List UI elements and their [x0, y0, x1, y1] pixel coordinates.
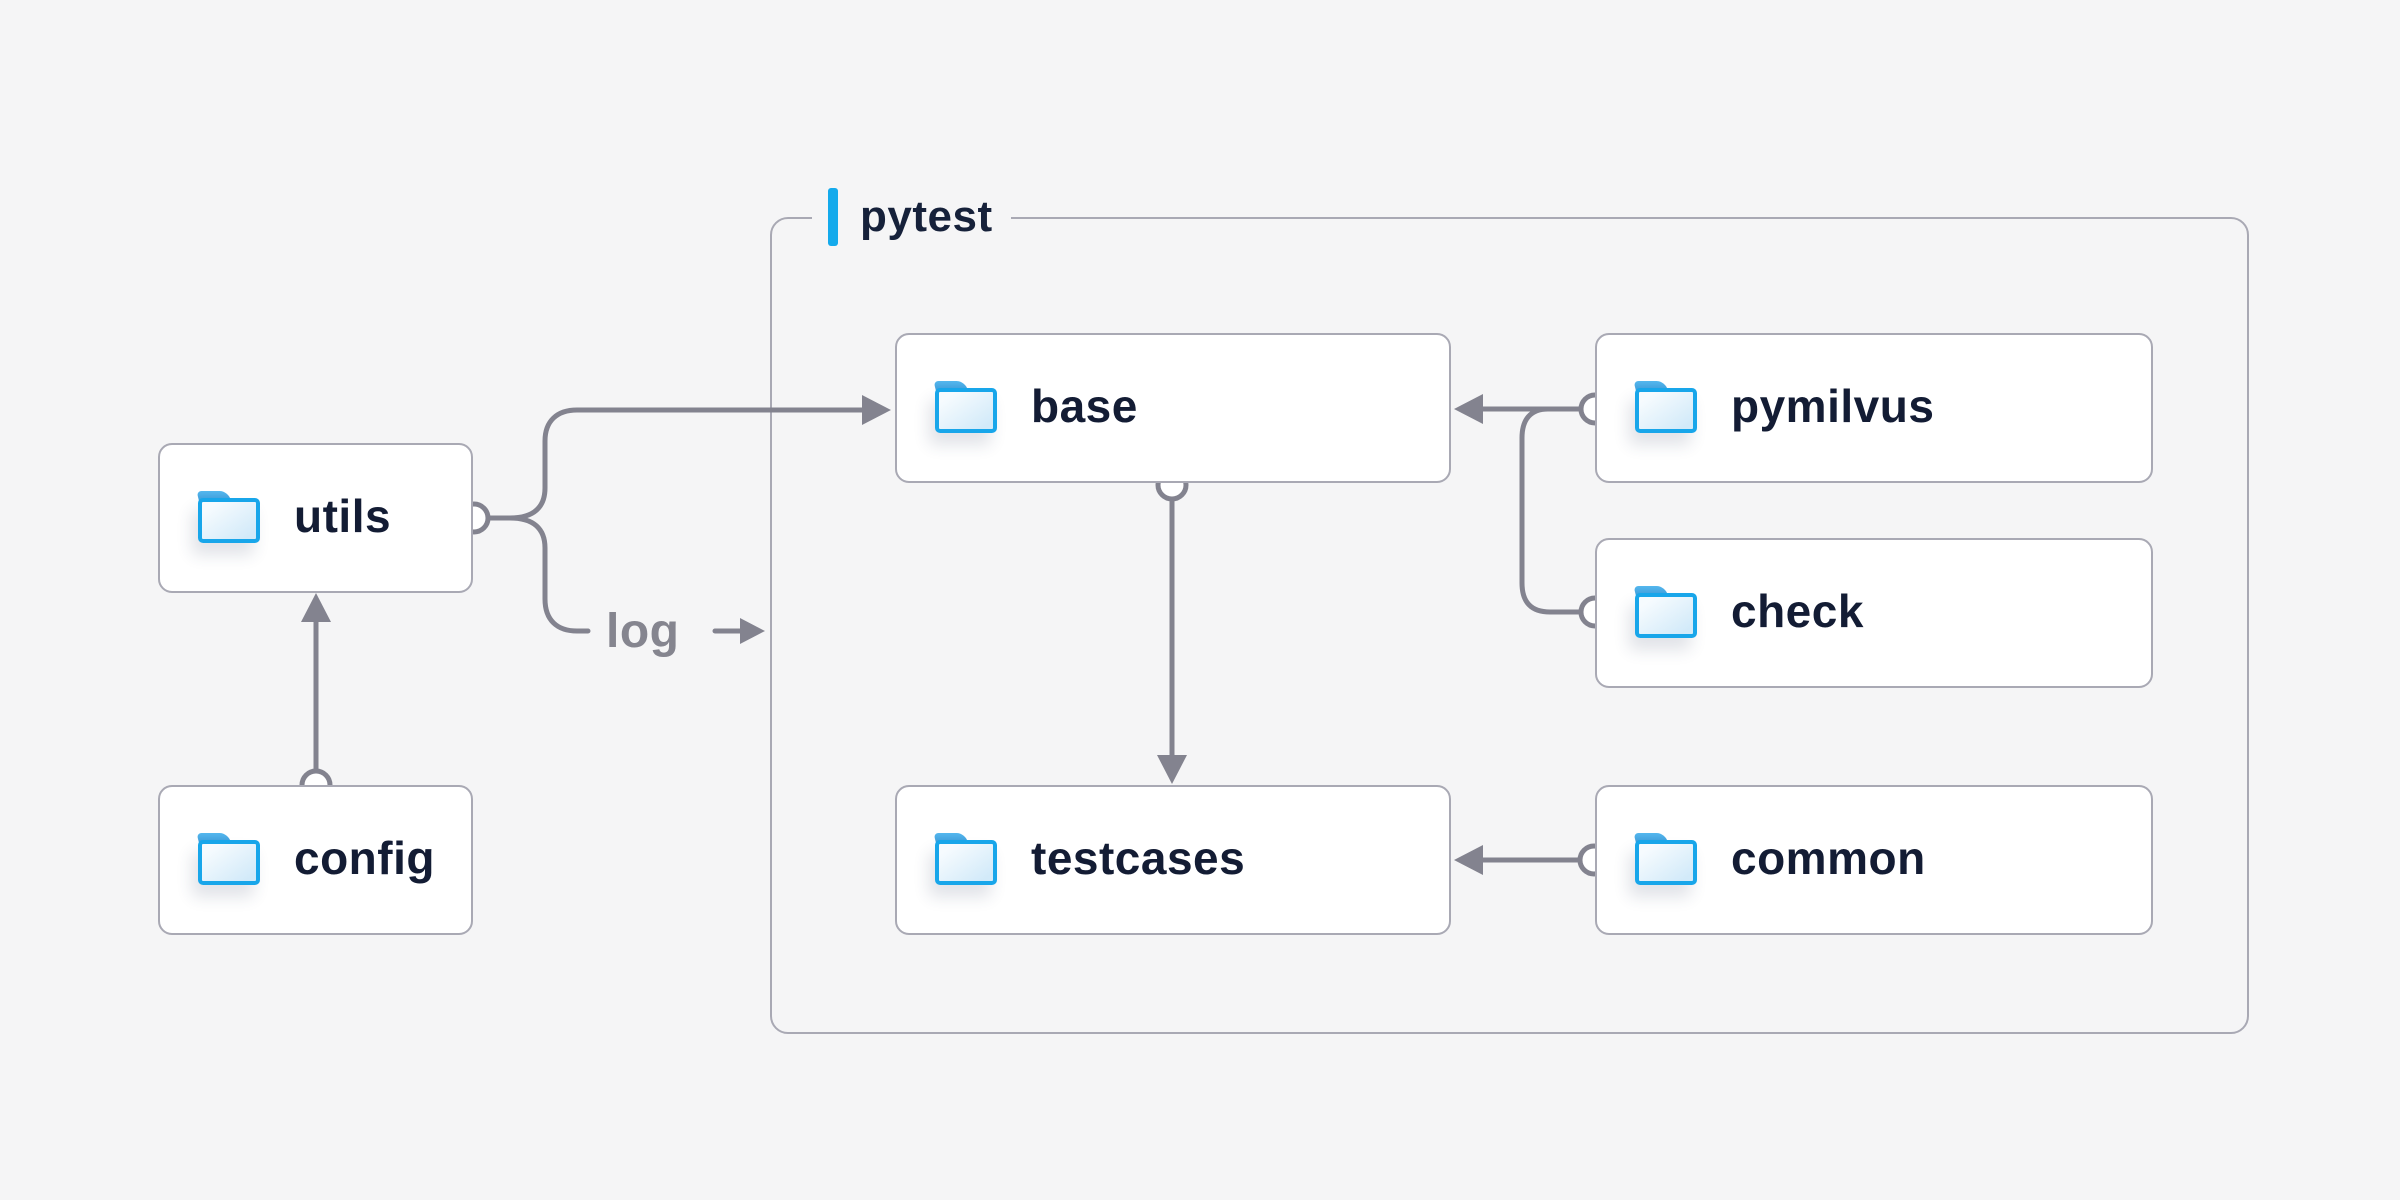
folder-icon: [933, 833, 1001, 887]
edge-config-utils: [299, 593, 333, 802]
node-common: common: [1595, 785, 2153, 935]
node-pymilvus-label: pymilvus: [1731, 380, 1935, 432]
edge-label-log: log: [606, 605, 680, 658]
folder-icon: [196, 833, 264, 887]
node-check: check: [1595, 538, 2153, 688]
folder-icon: [196, 491, 264, 545]
node-common-label: common: [1731, 832, 1926, 884]
edge-utils-base: [457, 395, 891, 634]
node-pymilvus: pymilvus: [1595, 333, 2153, 483]
group-title: pytest: [860, 192, 993, 241]
node-base-label: base: [1031, 380, 1138, 432]
folder-icon: [1633, 381, 1701, 435]
edge-common-testcases: [1454, 843, 1611, 877]
edge-log-arrow: [712, 618, 765, 644]
folder-icon: [933, 381, 1001, 435]
group-pytest: [770, 217, 2249, 1034]
edge-pymilvus-check-base: [1454, 392, 1612, 629]
node-config-label: config: [294, 832, 435, 884]
edge-base-testcases: [1155, 468, 1189, 784]
node-utils-label: utils: [294, 490, 392, 542]
node-config: config: [158, 785, 473, 935]
node-check-label: check: [1731, 585, 1864, 637]
node-testcases-label: testcases: [1031, 832, 1246, 884]
group-pytest-label: pytest: [812, 185, 1011, 249]
node-testcases: testcases: [895, 785, 1451, 935]
folder-icon: [1633, 833, 1701, 887]
node-base: base: [895, 333, 1451, 483]
node-utils: utils: [158, 443, 473, 593]
folder-icon: [1633, 586, 1701, 640]
accent-bar-icon: [828, 188, 838, 246]
